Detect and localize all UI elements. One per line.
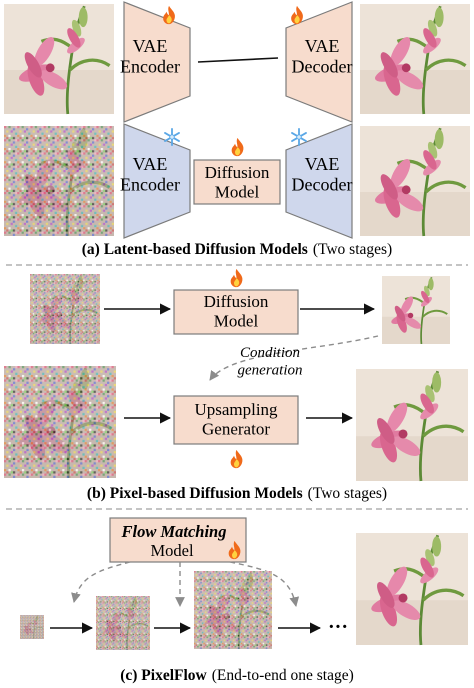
caption-c: (c) PixelFlow (End-to-end one stage) xyxy=(120,667,354,684)
diffusion-model-box-a xyxy=(193,159,281,205)
caption-a-plain: (Two stages) xyxy=(313,241,392,258)
clean-input-image xyxy=(4,2,114,116)
condition-arrow xyxy=(209,335,379,381)
caption-c-bold: (c) PixelFlow xyxy=(120,667,207,684)
flow-matching-model-box xyxy=(109,517,247,563)
flow-matching-label: Flow Matching xyxy=(121,522,227,541)
encoder-decoder-connector xyxy=(197,57,279,63)
caption-a: (a) Latent-based Diffusion Models (Two st… xyxy=(82,241,392,258)
model-feed-arrow xyxy=(229,561,300,607)
final-generated-image xyxy=(356,531,468,647)
fire-icon xyxy=(163,5,175,25)
diffusion-model-box-b xyxy=(173,289,299,335)
ellipsis: ··· xyxy=(328,616,348,638)
high-res-generated-image xyxy=(356,368,468,482)
flow-matching-model-label: Model xyxy=(150,541,193,560)
section-c: Flow Matching Model ··· (c) PixelFlow (En… xyxy=(20,517,468,684)
vae-decoder-trainable xyxy=(285,1,353,123)
caption-a-bold: (a) Latent-based Diffusion Models xyxy=(82,241,308,258)
vae-encoder-frozen xyxy=(123,123,191,239)
caption-b: (b) Pixel-based Diffusion Models (Two sta… xyxy=(87,485,387,502)
vae-decoder-frozen xyxy=(285,123,353,239)
caption-b-plain: (Two stages) xyxy=(308,485,387,502)
generated-image xyxy=(360,124,470,238)
scale-1-image xyxy=(20,615,44,639)
scale-2-image xyxy=(96,596,150,650)
low-res-generated-image xyxy=(380,276,452,344)
fire-icon xyxy=(230,449,243,469)
fire-icon xyxy=(291,5,303,25)
noisy-input-image xyxy=(4,126,114,236)
scale-3-image xyxy=(194,571,272,649)
reconstructed-image xyxy=(360,2,470,116)
model-feed-arrow xyxy=(71,561,131,603)
high-res-noise-image xyxy=(4,366,116,478)
caption-b-bold: (b) Pixel-based Diffusion Models xyxy=(87,485,303,502)
caption-c-plain: (End-to-end one stage) xyxy=(212,667,354,684)
upsampling-generator-box xyxy=(173,395,299,445)
low-res-noise-image xyxy=(30,274,100,344)
fire-icon xyxy=(230,268,243,288)
fire-icon xyxy=(231,137,244,157)
